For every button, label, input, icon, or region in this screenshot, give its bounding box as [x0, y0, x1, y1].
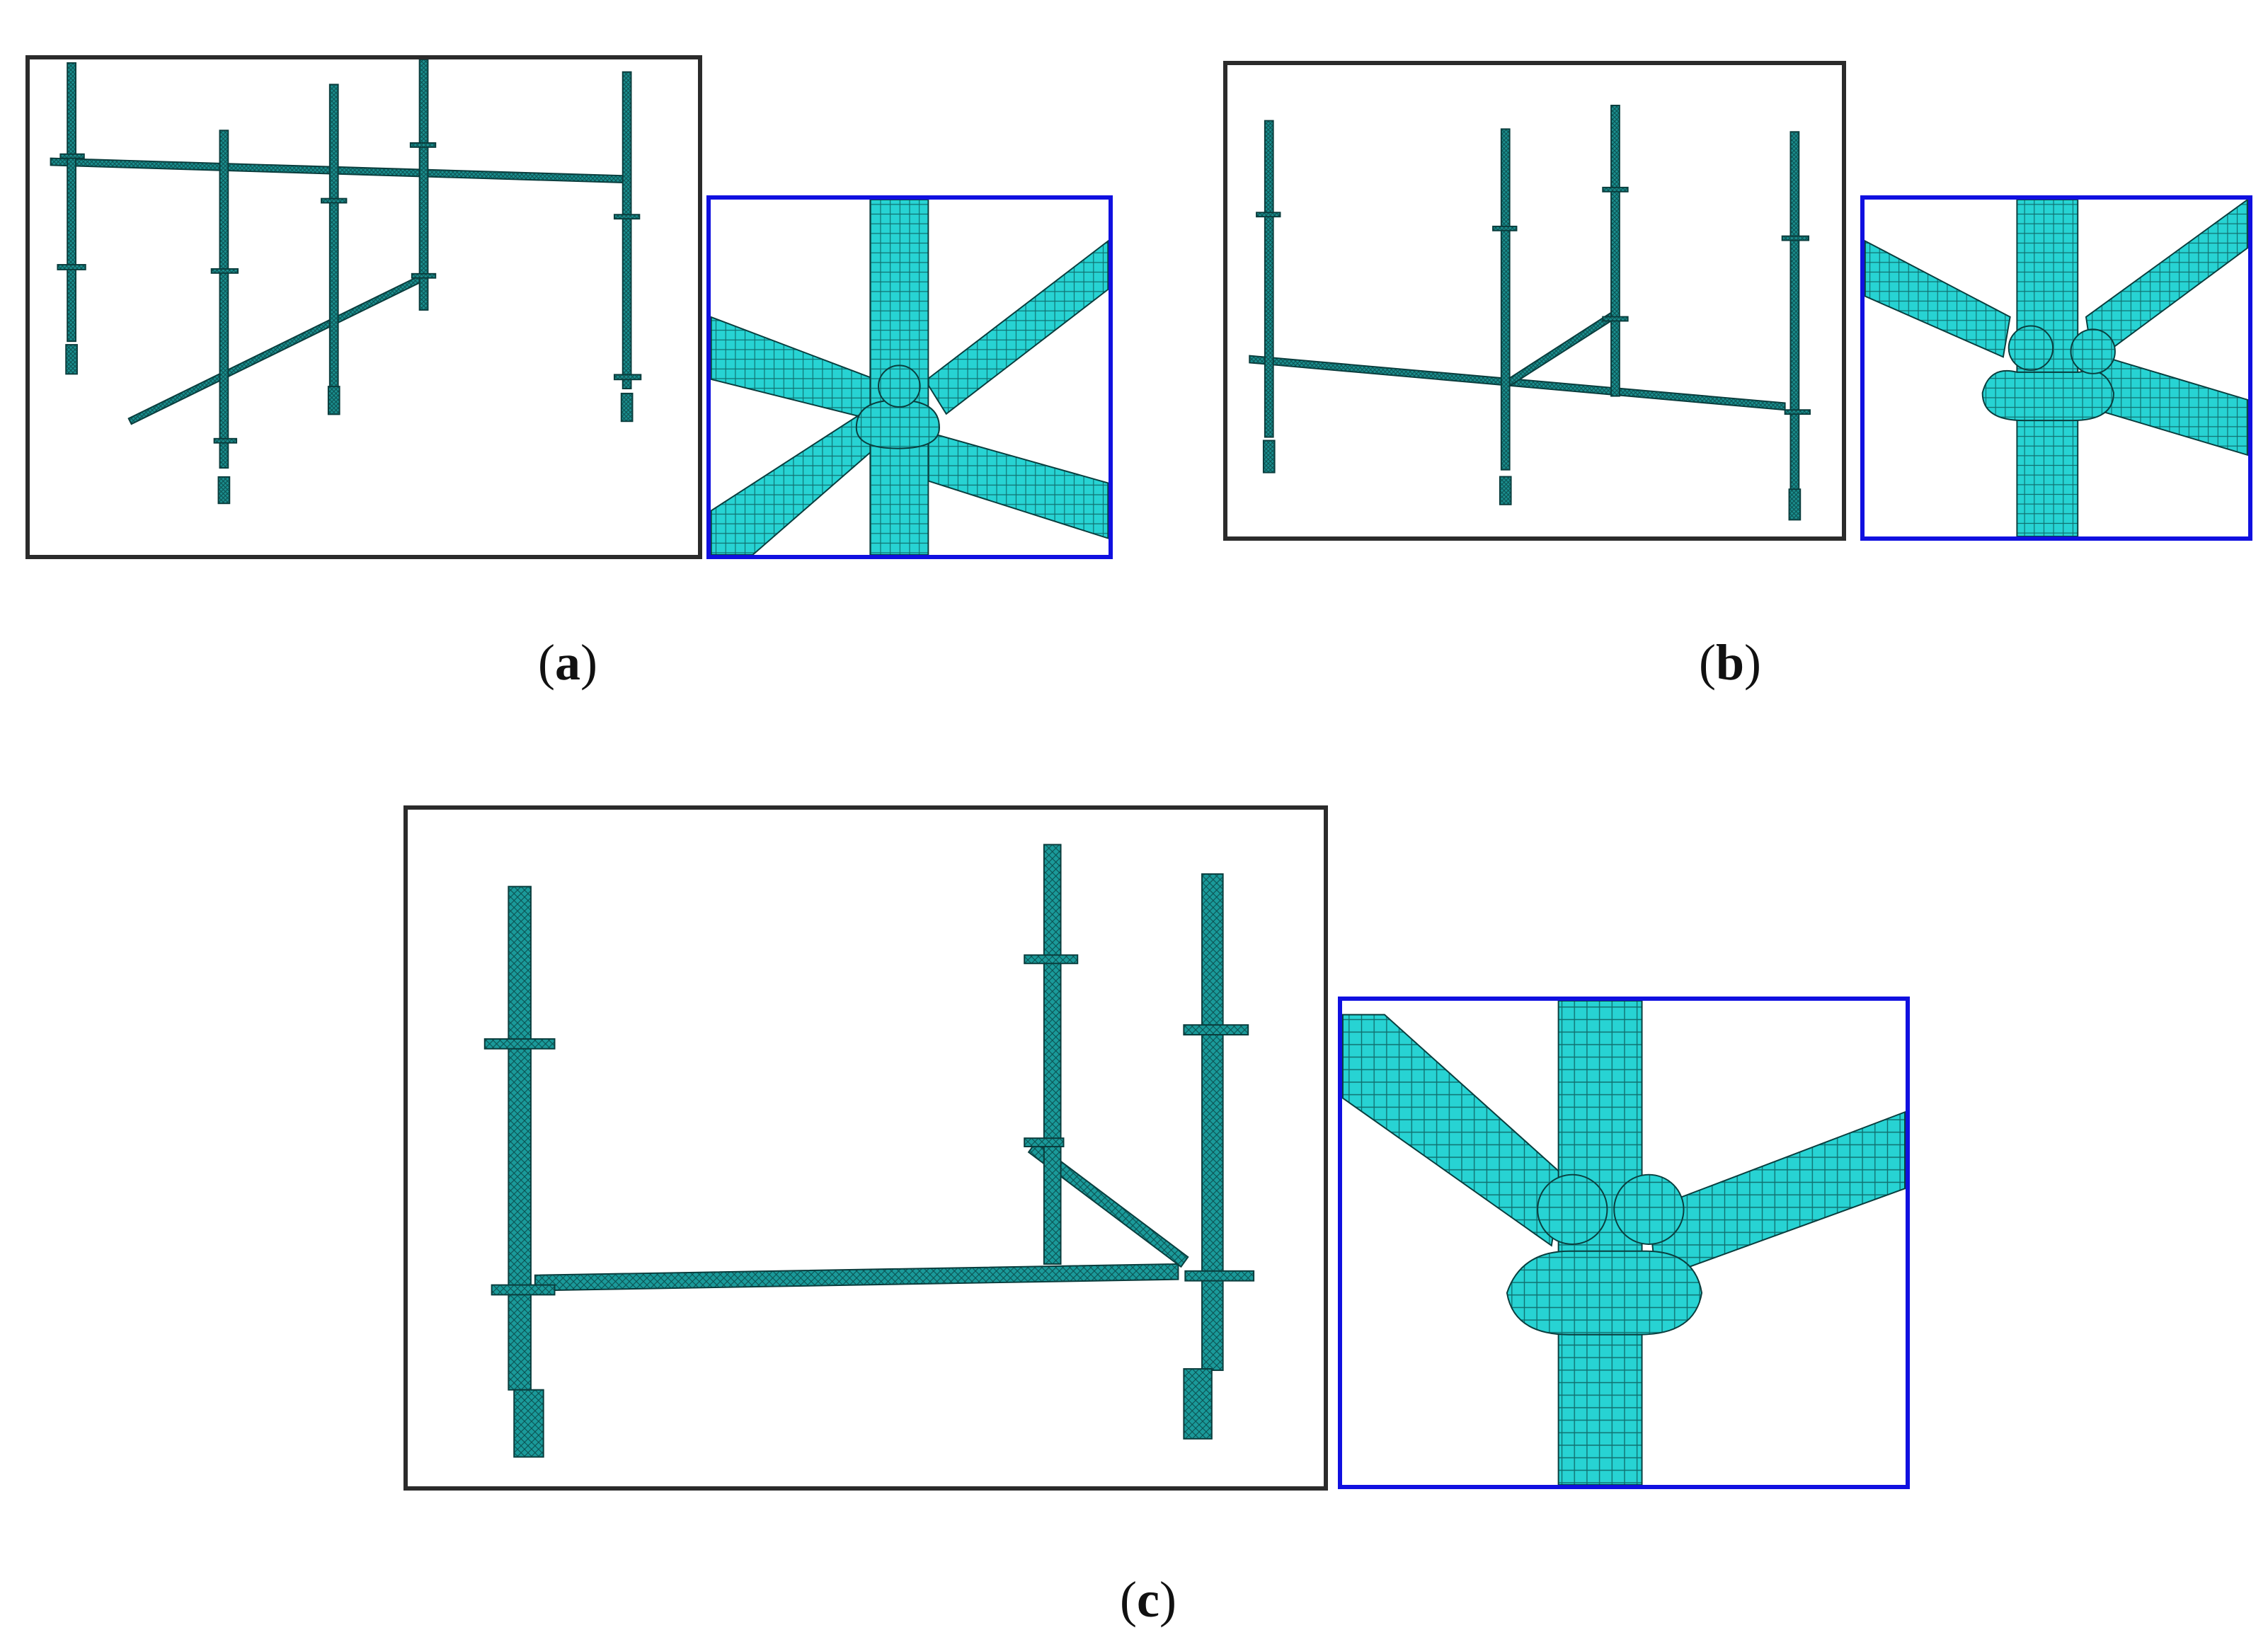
scaffold-model-a-drawing [50, 59, 642, 505]
joint-detail-b-drawing [1865, 200, 2248, 536]
caption-b-letter: b [1715, 634, 1745, 691]
scaffold-model-b [1223, 61, 1846, 541]
joint-detail-c-drawing [1342, 1001, 1906, 1485]
caption-b: (b) [1699, 634, 1762, 691]
scaffold-model-c-drawing [483, 844, 1255, 1458]
caption-a: (a) [538, 634, 597, 691]
scaffold-model-a [25, 55, 702, 559]
joint-detail-a [706, 195, 1113, 559]
joint-detail-c [1338, 997, 1910, 1489]
joint-detail-a-drawing [711, 200, 1109, 555]
joint-detail-b [1860, 195, 2252, 541]
caption-c-letter: c [1136, 1571, 1159, 1628]
caption-c: (c) [1120, 1571, 1176, 1628]
caption-a-letter: a [554, 634, 580, 691]
scaffold-model-b-drawing [1249, 104, 1811, 521]
scaffold-model-c [403, 805, 1328, 1491]
